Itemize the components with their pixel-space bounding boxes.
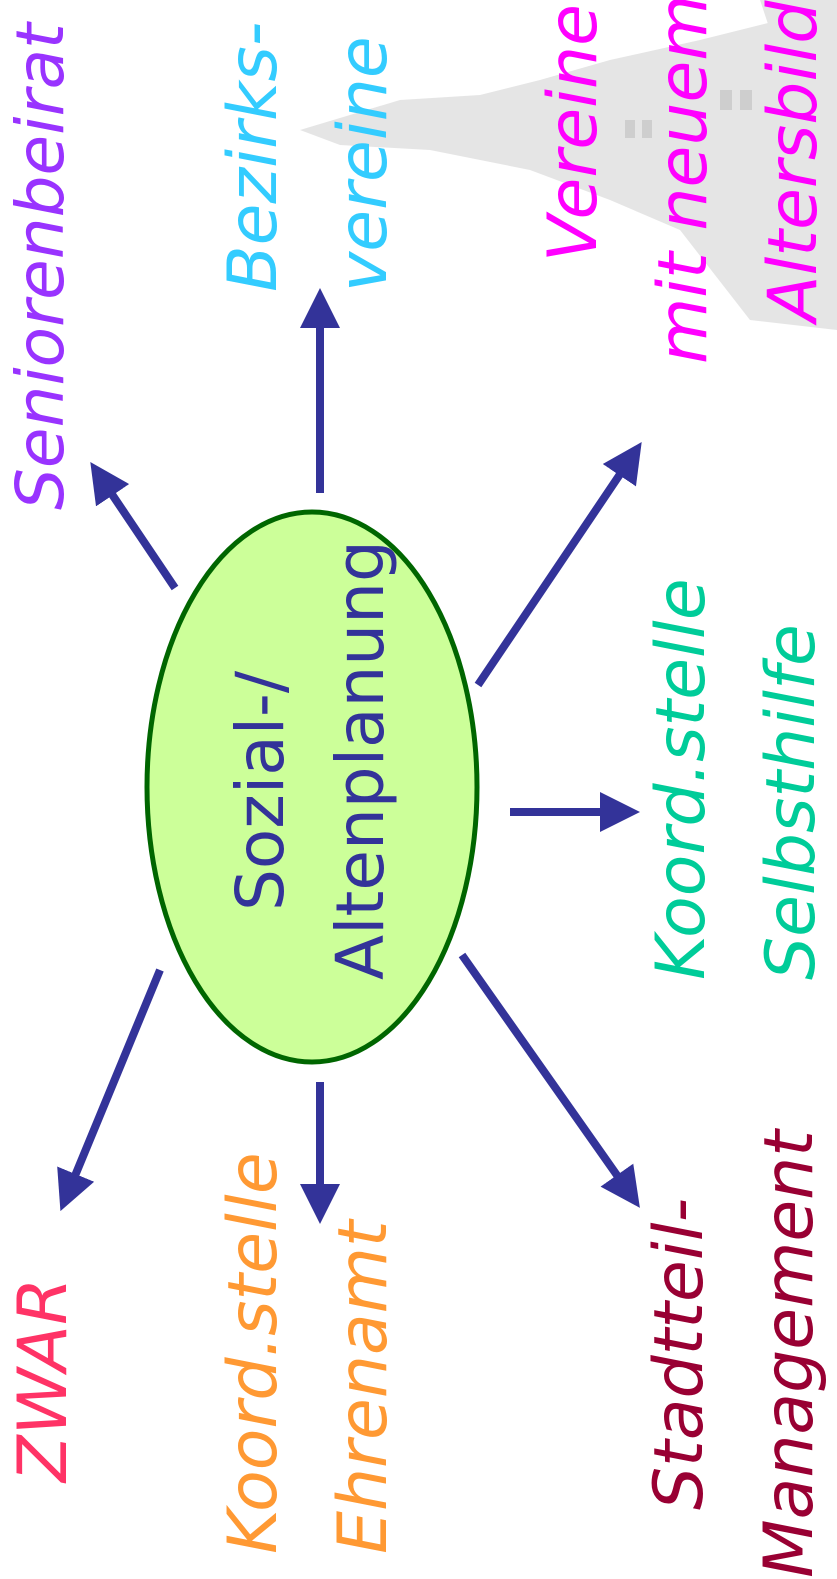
center-ellipse [144,509,480,1065]
label-vereine-line3: Altersbild [754,0,833,322]
center-title-line1: Sozial-/ [222,670,299,911]
building-watermark-icon [300,0,837,330]
label-bezirksvereine-line1: Bezirks- [214,21,293,292]
arrow-to-vereine [474,442,642,688]
label-koord-ehrenamt-line1: Koord.stelle [214,1152,293,1554]
arrow-to-seniorenbeirat [90,462,179,591]
label-koord-selbsthilfe-line2: Selbsthilfe [752,624,831,980]
label-vereine-line1: Vereine [534,4,613,262]
label-koord-ehrenamt-line2: Ehrenamt [324,1220,403,1554]
arrow-to-stadtteil [458,952,640,1208]
label-koord-selbsthilfe-line1: Koord.stelle [642,578,721,980]
label-bezirksvereine-line2: vereine [324,36,403,292]
label-zwar: ZWAR [4,1277,83,1482]
arrow-to-zwar [57,968,164,1212]
label-stadtteil-line2: Management [750,1130,829,1578]
center-title-line2: Altenplanung [322,540,399,980]
label-seniorenbeirat: Seniorenbeirat [2,23,79,510]
label-vereine-line2: mit neuem [644,0,723,364]
label-stadtteil-line1: Stadtteil- [640,1197,719,1510]
